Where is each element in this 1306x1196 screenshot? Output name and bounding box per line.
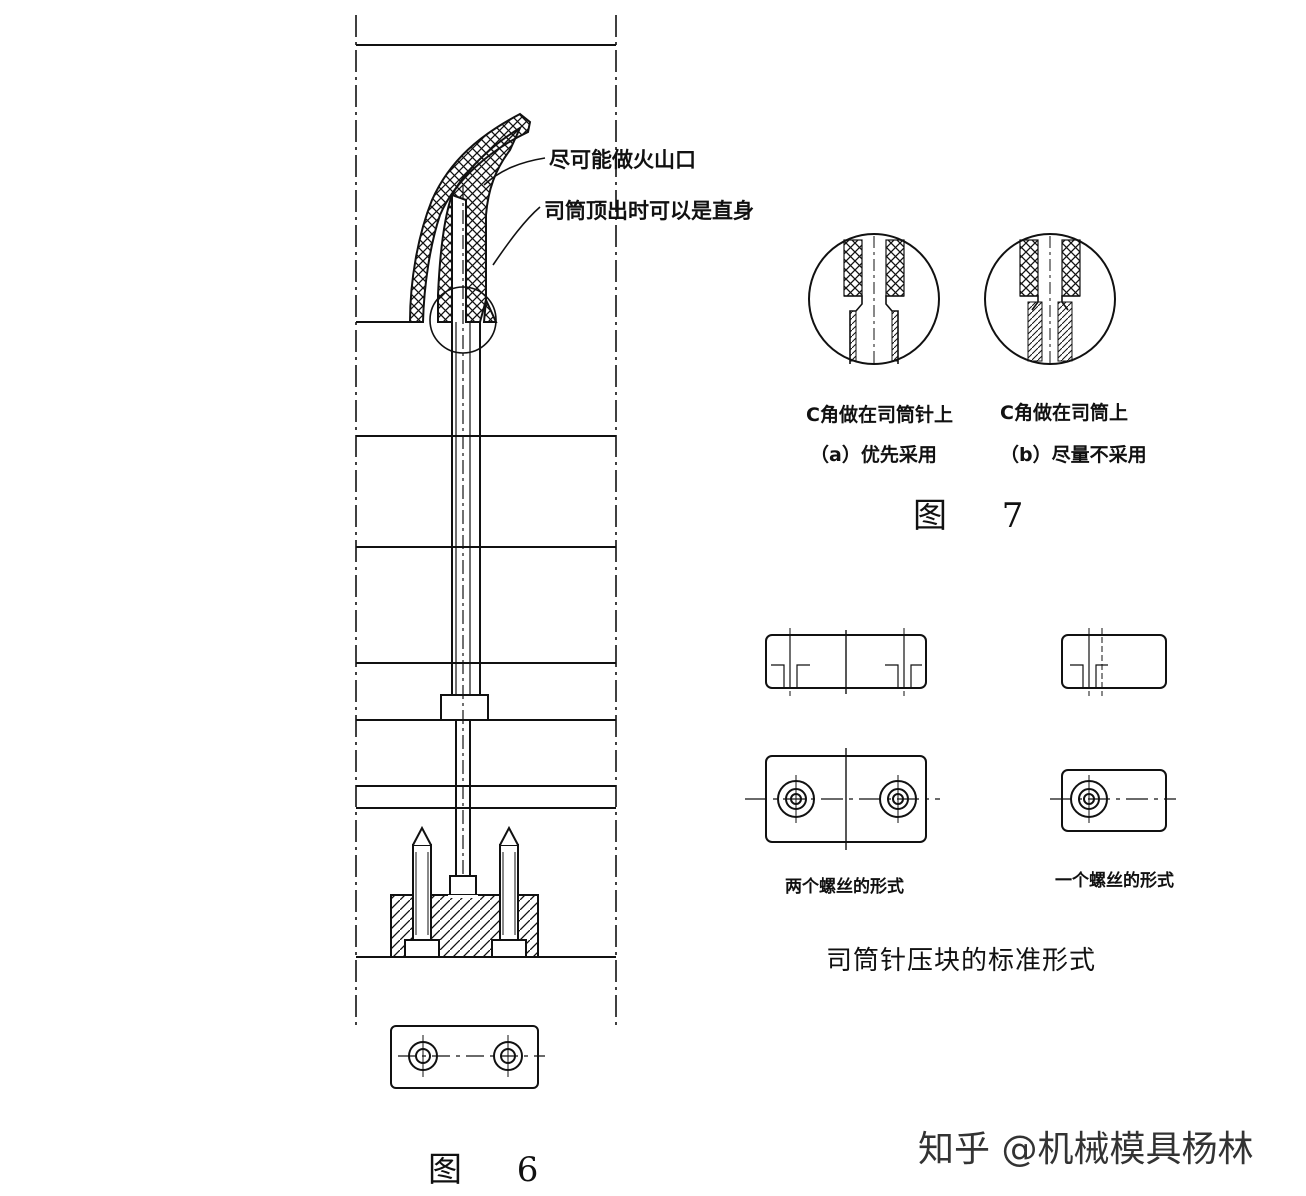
figure-7-label: 图 7 (913, 496, 1046, 536)
screw-right (491, 825, 527, 958)
detail-a-line2: （a）优先采用 (810, 444, 937, 466)
detail-b-line2: （b）尽量不采用 (1000, 444, 1147, 466)
watermark: 知乎 @机械模具杨林 (918, 1129, 1254, 1170)
figure-7-detail-a (808, 233, 940, 365)
one-screw-label: 一个螺丝的形式 (1055, 871, 1174, 891)
clamp-two-screw-plan (745, 748, 940, 850)
clamp-one-screw-side (1061, 628, 1167, 696)
clamp-one-screw-plan (1050, 769, 1176, 832)
callout-straight-sleeve: 司筒顶出时可以是直身 (544, 199, 754, 223)
detail-a-line1: C角做在司筒针上 (806, 404, 953, 426)
two-screw-label: 两个螺丝的形式 (785, 877, 904, 897)
detail-b-line1: C角做在司筒上 (1000, 402, 1128, 424)
figure-6-label: 图 6 (428, 1150, 561, 1190)
clamp-two-screw-side (765, 628, 927, 696)
callout-volcano: 尽可能做火山口 (549, 148, 696, 172)
figure-7-detail-b (984, 233, 1116, 365)
clamp-caption: 司筒针压块的标准形式 (826, 946, 1097, 976)
screw-left (404, 825, 440, 958)
figure-6-mold-section (355, 15, 617, 1089)
